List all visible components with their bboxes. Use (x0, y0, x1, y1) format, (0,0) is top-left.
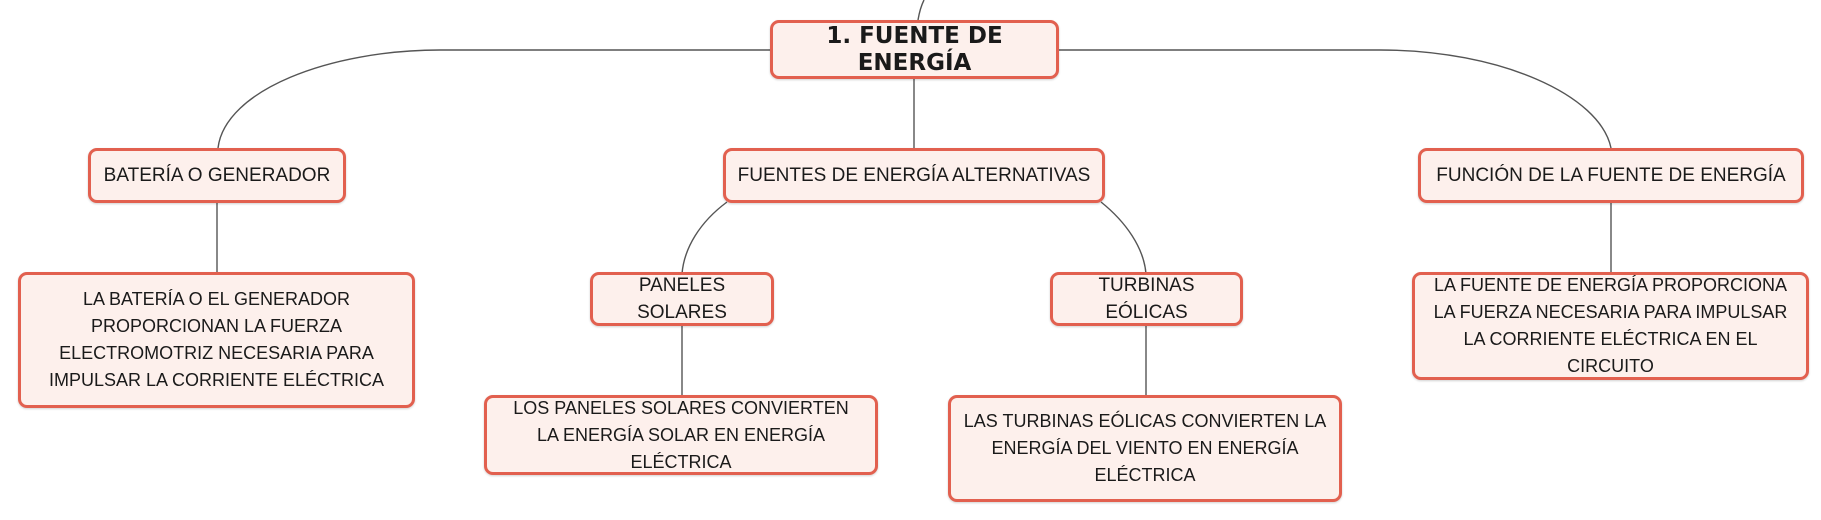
connector-root-to-bateria (217, 49, 770, 149)
connector-alternativas-to-turbinas (1100, 201, 1147, 275)
branch-node-alternativas[interactable]: FUENTES DE ENERGÍA ALTERNATIVAS (723, 148, 1105, 203)
detail-node-funcion[interactable]: LA FUENTE DE ENERGÍA PROPORCIONA LA FUER… (1412, 272, 1809, 380)
branch-node-bateria[interactable]: BATERÍA O GENERADOR (88, 148, 346, 203)
sub-node-turbinas[interactable]: TURBINAS EÓLICAS (1050, 272, 1243, 326)
root-node[interactable]: 1. FUENTE DE ENERGÍA (770, 20, 1059, 79)
detail-node-turbinas[interactable]: LAS TURBINAS EÓLICAS CONVIERTEN LA ENERG… (948, 395, 1342, 502)
detail-node-paneles[interactable]: LOS PANELES SOLARES CONVIERTEN LA ENERGÍ… (484, 395, 878, 475)
sub-node-paneles[interactable]: PANELES SOLARES (590, 272, 774, 326)
connector-alternativas-to-paneles (681, 201, 728, 275)
detail-node-bateria[interactable]: LA BATERÍA O EL GENERADOR PROPORCIONAN L… (18, 272, 415, 408)
connector-root-to-funcion (1059, 49, 1612, 149)
connector-top-stub (917, 0, 925, 21)
branch-node-funcion[interactable]: FUNCIÓN DE LA FUENTE DE ENERGÍA (1418, 148, 1804, 203)
